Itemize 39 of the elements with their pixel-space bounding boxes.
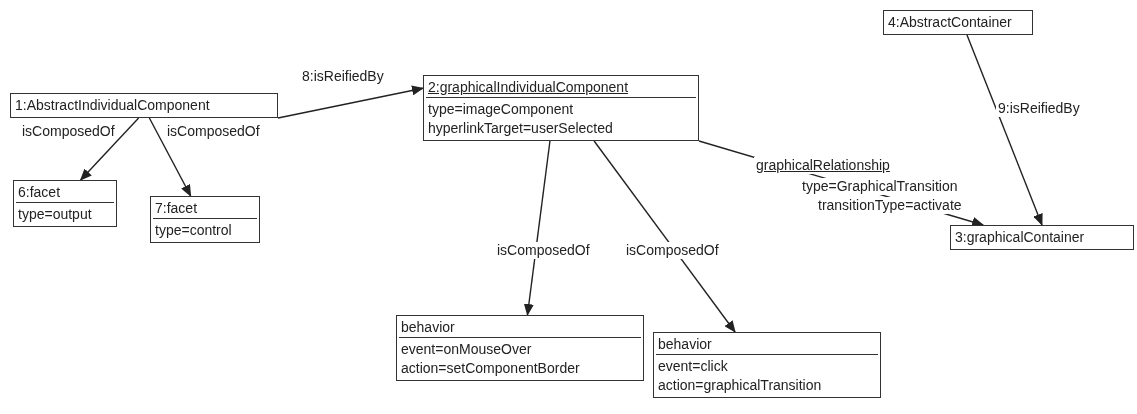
attribute-text: hyperlinkTarget=userSelected	[428, 119, 614, 138]
object-name: 2:graphicalIndividualComponent	[426, 78, 696, 98]
object-box	[396, 315, 644, 381]
attribute-text: type=control	[155, 221, 233, 240]
object-name: 1:AbstractIndividualComponent	[15, 96, 211, 115]
edge-label: 8:isReifiedBy	[300, 68, 386, 85]
arrow	[593, 140, 736, 333]
edge-label: 9:isReifiedBy	[996, 100, 1082, 117]
attribute-text: action=graphicalTransition	[658, 376, 823, 395]
arrow	[277, 85, 424, 119]
object-name: 7:facet	[153, 199, 257, 219]
attribute-text: action=setComponentBorder	[401, 359, 581, 378]
edge-label: isComposedOf	[20, 123, 117, 140]
attribute-text: type=imageComponent	[428, 100, 575, 119]
object-box	[950, 225, 1134, 250]
arrow	[148, 117, 192, 197]
object-box	[883, 10, 1033, 35]
object-box	[10, 93, 278, 118]
arrow	[523, 140, 551, 316]
attribute-text: event=click	[658, 357, 729, 376]
object-name: 4:AbstractContainer	[888, 13, 1013, 32]
attribute-text: type=GraphicalTransition	[800, 178, 960, 195]
object-box	[150, 196, 260, 243]
object-box	[13, 180, 117, 227]
edge-label: isComposedOf	[165, 123, 262, 140]
object-box	[423, 75, 699, 141]
object-name: behavior	[656, 335, 878, 355]
edge-label: isComposedOf	[624, 242, 721, 259]
edge-label: graphicalRelationship	[754, 157, 892, 174]
attribute-text: transitionType=activate	[816, 197, 964, 214]
arrow	[79, 117, 140, 181]
object-name: 3:graphicalContainer	[955, 228, 1086, 247]
edge-label: isComposedOf	[495, 242, 592, 259]
arrow	[966, 34, 1043, 226]
attribute-text: event=onMouseOver	[401, 340, 533, 359]
object-name: behavior	[399, 318, 641, 338]
object-box	[653, 332, 881, 398]
attribute-text: type=output	[18, 205, 93, 224]
object-name: 6:facet	[16, 183, 114, 203]
